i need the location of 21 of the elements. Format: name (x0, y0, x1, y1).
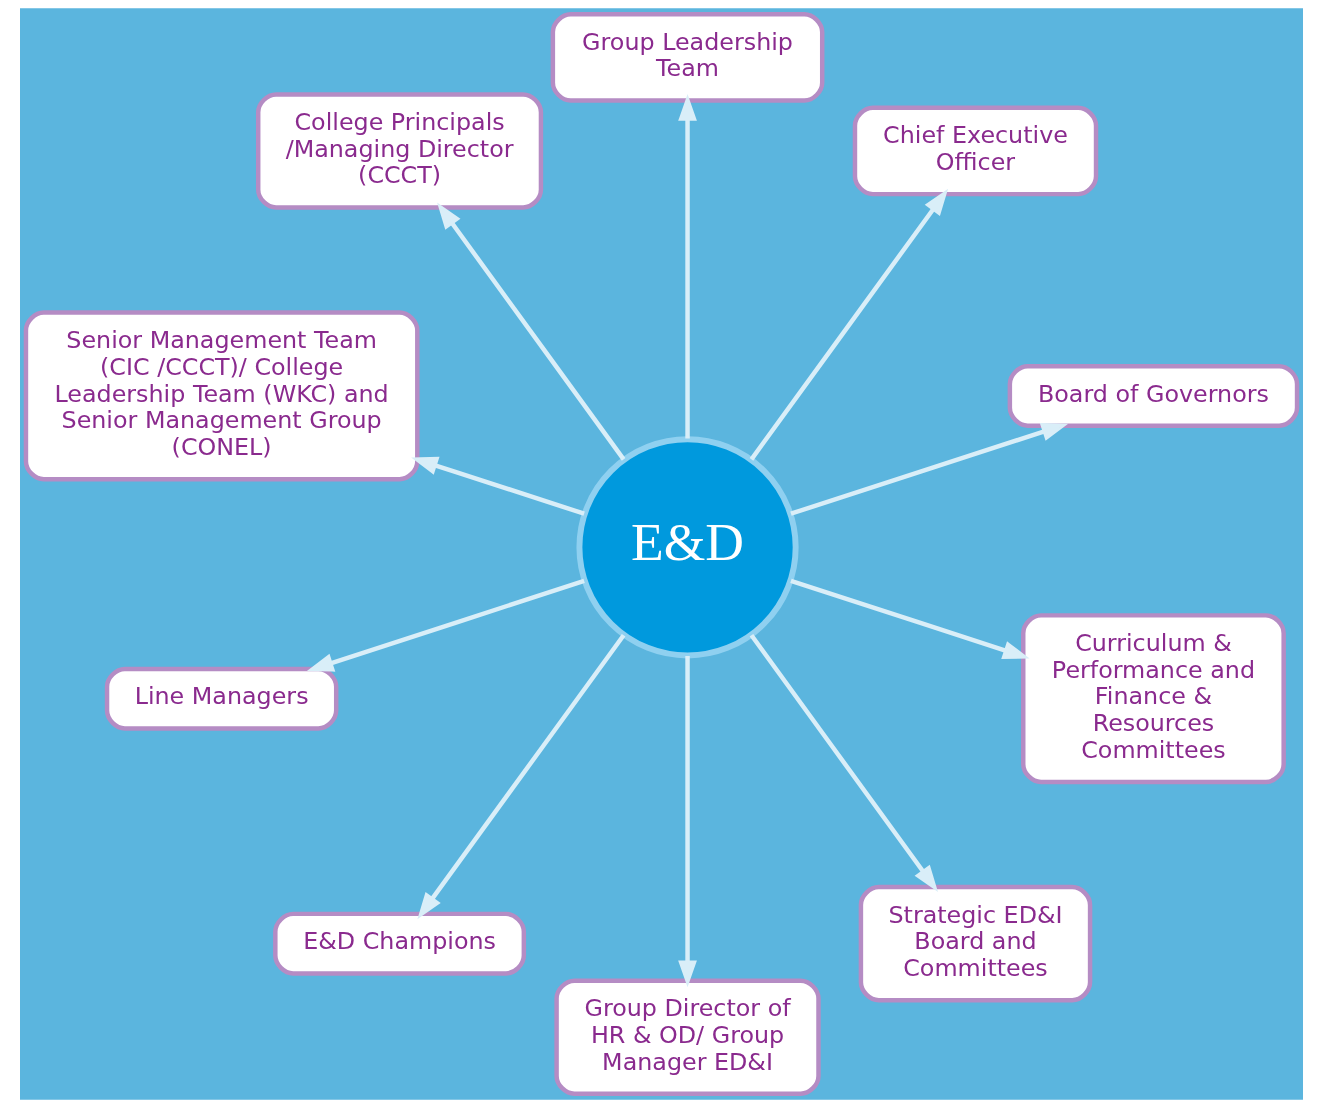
arrow (410, 456, 585, 516)
node-box: Group Leadership Team (550, 12, 824, 103)
arrow (749, 633, 938, 892)
node-circle: E&D (575, 436, 799, 659)
arrow (416, 633, 625, 920)
arrow (306, 578, 585, 672)
arrow (436, 202, 625, 461)
node-box: College Principals /Managing Director (CCCT) (255, 92, 543, 210)
node-box: Board of Governors (1007, 363, 1299, 428)
node-box: E&D Champions (272, 911, 526, 976)
arrow (789, 578, 1030, 660)
arrow (789, 422, 1068, 516)
arrow (677, 94, 697, 439)
arrow (749, 188, 948, 461)
node-box: Curriculum & Performance and Finance & Resources Committees (1020, 613, 1286, 785)
node-box: Senior Management Team (CIC /CCCT)/ College Leadership Team (WKC) and Senior Management Group (CONEL) (23, 310, 420, 482)
node-box: Group Director of HR & OD/ Group Manager ED&I (553, 978, 821, 1096)
node-box: Chief Executive Officer (852, 105, 1098, 197)
arrow (677, 656, 697, 988)
node-box: Strategic ED&I Board and Committees (858, 884, 1092, 1003)
node-box: Line Managers (104, 666, 338, 731)
